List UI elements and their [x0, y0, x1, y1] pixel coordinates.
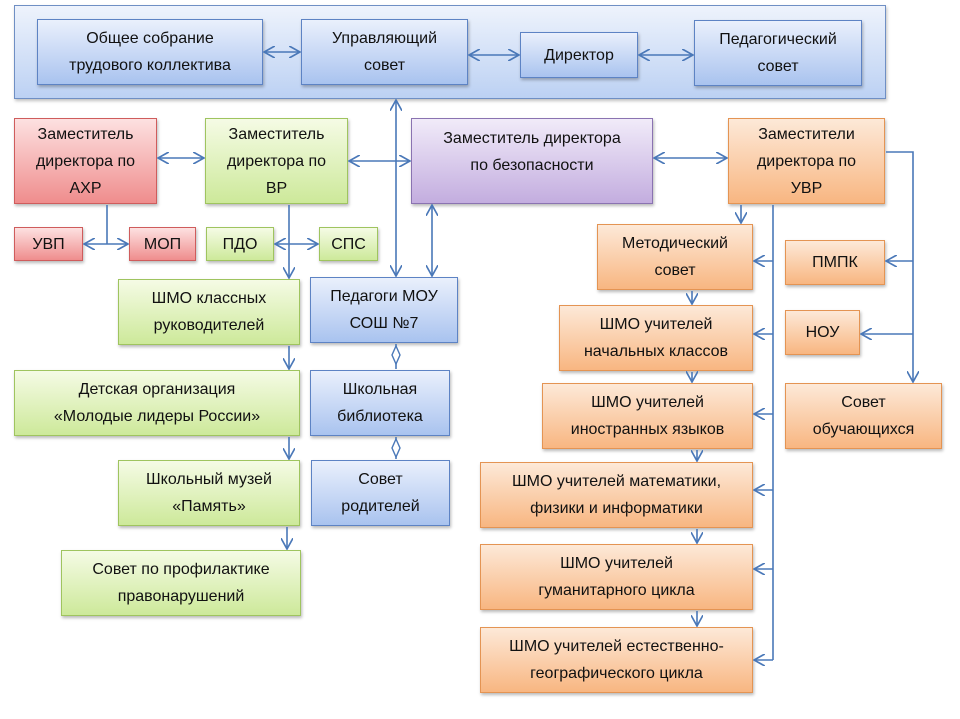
node-label: Школьный музей «Память»	[146, 471, 272, 515]
node-label: Совет обучающихся	[812, 394, 915, 438]
node-mop[interactable]: МОП	[129, 227, 196, 261]
node-pdo[interactable]: ПДО	[206, 227, 274, 261]
node-label: УВП	[32, 235, 65, 253]
node-label: ШМО учителей гуманитарного цикла	[538, 555, 695, 599]
node-sps[interactable]: СПС	[319, 227, 378, 261]
node-label: Заместитель директора по ВР	[226, 125, 327, 197]
node-label: Совет родителей	[341, 471, 420, 515]
node-teachers[interactable]: Педагоги МОУ СОШ №7	[310, 277, 458, 343]
node-governing-council[interactable]: Управляющий совет	[301, 19, 468, 85]
node-youth-organization[interactable]: Детская организация «Молодые лидеры Росс…	[14, 370, 300, 436]
node-label: Управляющий совет	[331, 30, 438, 74]
node-director[interactable]: Директор	[520, 32, 638, 78]
node-label: Педагогический совет	[719, 31, 837, 75]
node-label: Школьная библиотека	[337, 381, 423, 425]
node-label: ШМО учителей математики, физики и информ…	[511, 473, 722, 517]
node-deputy-ahr[interactable]: Заместитель директора по АХР	[14, 118, 157, 204]
node-label: Методический совет	[622, 235, 728, 279]
node-deputy-vr[interactable]: Заместитель директора по ВР	[205, 118, 348, 204]
node-students-council[interactable]: Совет обучающихся	[785, 383, 942, 449]
node-label: НОУ	[805, 324, 840, 341]
node-label: ШМО классных руководителей	[151, 290, 267, 334]
node-shmo-class-leaders[interactable]: ШМО классных руководителей	[118, 279, 300, 345]
node-label: Заместитель директора по АХР	[35, 125, 136, 197]
node-label: ШМО учителей естественно- географическог…	[509, 638, 724, 682]
node-shmo-primary[interactable]: ШМО учителей начальных классов	[559, 305, 753, 371]
diamond-teachers-library	[391, 344, 401, 366]
node-general-meeting[interactable]: Общее собрание трудового коллектива	[37, 19, 263, 85]
node-label: ПМПК	[812, 254, 858, 271]
node-pmpk[interactable]: ПМПК	[785, 240, 885, 285]
node-label: ШМО учителей начальных классов	[583, 316, 729, 360]
diamond-library-parents	[391, 437, 401, 459]
node-shmo-natural-sciences[interactable]: ШМО учителей естественно- географическог…	[480, 627, 753, 693]
node-school-library[interactable]: Школьная библиотека	[310, 370, 450, 436]
node-methodical-council[interactable]: Методический совет	[597, 224, 753, 290]
node-school-museum[interactable]: Школьный музей «Память»	[118, 460, 300, 526]
node-label: Совет по профилактике правонарушений	[92, 561, 270, 605]
node-prevention-council[interactable]: Совет по профилактике правонарушений	[61, 550, 301, 616]
node-label: Педагоги МОУ СОШ №7	[330, 288, 438, 332]
node-uvp[interactable]: УВП	[14, 227, 83, 261]
node-label: ПДО	[222, 235, 258, 253]
node-shmo-humanities[interactable]: ШМО учителей гуманитарного цикла	[480, 544, 753, 610]
node-label: Общее собрание трудового коллектива	[69, 30, 231, 74]
node-label: Заместитель директора по безопасности	[443, 130, 621, 174]
node-label: МОП	[143, 235, 182, 253]
node-shmo-foreign-languages[interactable]: ШМО учителей иностранных языков	[542, 383, 753, 449]
node-pedagogical-council[interactable]: Педагогический совет	[694, 20, 862, 86]
node-nou[interactable]: НОУ	[785, 310, 860, 355]
node-label: Заместители директора по УВР	[756, 125, 857, 197]
node-parents-council[interactable]: Совет родителей	[311, 460, 450, 526]
node-label: Директор	[544, 46, 614, 64]
node-label: Детская организация «Молодые лидеры Росс…	[53, 381, 261, 425]
node-deputy-uvr[interactable]: Заместители директора по УВР	[728, 118, 885, 204]
node-label: ШМО учителей иностранных языков	[570, 394, 725, 438]
node-shmo-math[interactable]: ШМО учителей математики, физики и информ…	[480, 462, 753, 528]
node-label: СПС	[331, 235, 366, 253]
node-deputy-security[interactable]: Заместитель директора по безопасности	[411, 118, 653, 204]
link-uvr-outer	[886, 151, 913, 382]
